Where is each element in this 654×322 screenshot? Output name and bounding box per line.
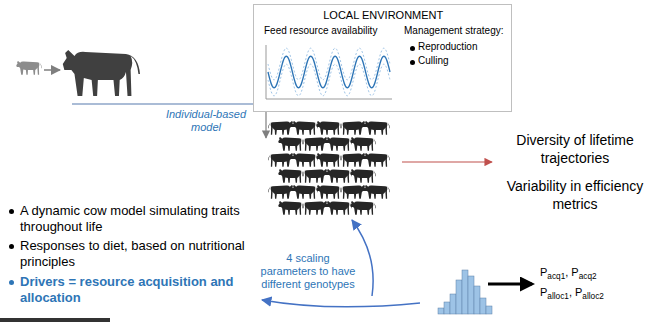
parameter-label: Pacq1, Pacq2 (540, 266, 650, 282)
bullet-text: A dynamic cow model simulating traits th… (20, 203, 258, 236)
driver-arrow (262, 300, 420, 307)
bullet-dot (9, 209, 14, 214)
progress-bar (0, 318, 110, 322)
histogram-bar (456, 280, 462, 314)
calf-icon (16, 61, 42, 75)
herd-cow (340, 153, 366, 167)
bullet-item: Reproduction (418, 41, 477, 52)
herd-cow (326, 137, 352, 151)
herd-cow (278, 169, 304, 183)
histogram (438, 270, 492, 314)
outcome-arrow (402, 161, 492, 162)
herd-cow (316, 185, 342, 199)
feed-plot (262, 41, 394, 103)
text-part: P (540, 286, 547, 298)
feed-curve (268, 56, 390, 88)
bullet-dot (9, 280, 14, 285)
histogram-bar (438, 308, 444, 314)
text-subscript: acq1 (547, 272, 565, 281)
herd-cow (278, 137, 304, 151)
bullet-text: Responses to diet, based on nutritional … (20, 238, 258, 271)
herd-cow (292, 185, 318, 199)
herd-cow (350, 201, 376, 215)
cow-herd (268, 121, 390, 215)
text-part: , P (569, 286, 582, 298)
herd-cow (278, 201, 304, 215)
histogram-bar (462, 270, 468, 314)
plot-axis (266, 99, 392, 100)
herd-cow (350, 169, 376, 183)
herd-cow (316, 153, 342, 167)
histogram-bar (444, 302, 450, 314)
plot-axis (266, 45, 267, 99)
histogram-bar (450, 294, 456, 314)
bullet-item: Culling (418, 55, 449, 66)
bullet-dot (9, 244, 14, 249)
histogram-bar (480, 298, 486, 314)
herd-cow (364, 153, 390, 167)
parameter-arrow (488, 283, 532, 286)
text-subscript: alloc1 (547, 292, 569, 301)
feed-curve (268, 64, 390, 96)
parameter-label: Palloc1, Palloc2 (540, 286, 650, 302)
outcome-text: Variability in efficiency metrics (500, 178, 650, 213)
cow-icon (63, 50, 140, 96)
histogram-bar (468, 276, 474, 314)
herd-cow (340, 185, 366, 199)
genotype-arrow (352, 220, 373, 296)
herd-cow (326, 201, 352, 215)
box-title: LOCAL ENVIRONMENT (254, 9, 513, 21)
herd-cow (350, 137, 376, 151)
text-part: P (540, 266, 547, 278)
model-arrow (72, 103, 262, 105)
herd-cow (364, 185, 390, 199)
text-subscript: alloc2 (582, 292, 604, 301)
outcome-text: Diversity of lifetime trajectories (500, 132, 650, 167)
text-subscript: acq2 (579, 272, 597, 281)
herd-cow (302, 169, 328, 183)
herd-cow (268, 121, 294, 135)
herd-cow (364, 121, 390, 135)
herd-cow (292, 121, 318, 135)
bullet-dot (410, 60, 415, 65)
environment-arrow (265, 112, 266, 138)
growth-arrow (44, 69, 60, 71)
box-heading: Management strategy: (404, 25, 504, 36)
arrow-label: 4 scaling parameters to have different g… (258, 252, 358, 292)
herd-cow (268, 153, 294, 167)
arrow-label: Individual-based model (150, 108, 262, 134)
histogram-bar (474, 286, 480, 314)
herd-cow (302, 137, 328, 151)
bullet-text: Drivers = resource acquisition and alloc… (20, 274, 258, 307)
herd-cow (268, 185, 294, 199)
herd-cow (326, 169, 352, 183)
box-heading: Feed resource availability (264, 25, 377, 36)
environment-box: LOCAL ENVIRONMENT Feed resource availabil… (253, 4, 512, 112)
herd-cow (340, 121, 366, 135)
histogram-bar (486, 306, 492, 314)
herd-cow (316, 121, 342, 135)
herd-cow (292, 153, 318, 167)
text-part: , P (565, 266, 578, 278)
herd-cow (302, 201, 328, 215)
bullet-dot (410, 46, 415, 51)
